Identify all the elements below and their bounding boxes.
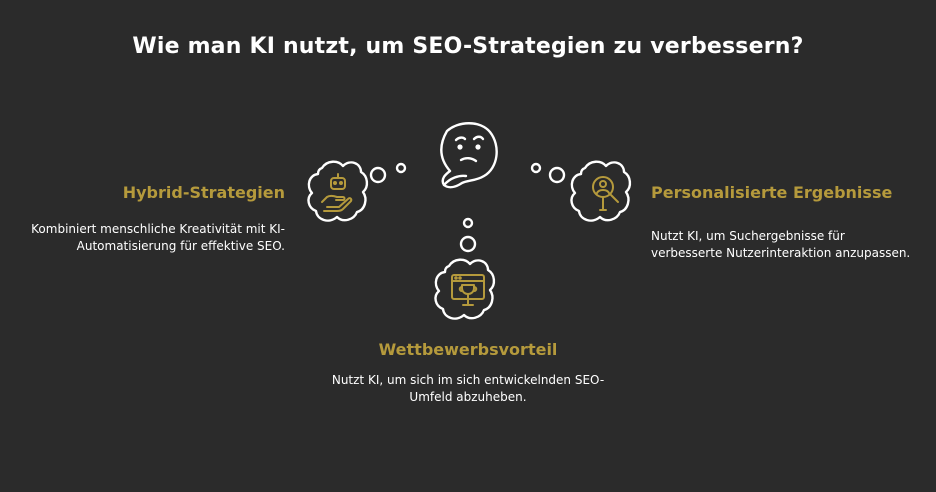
page-title: Wie man KI nutzt, um SEO-Strategien zu v… [132,34,804,59]
cloud-bottom [434,258,496,320]
item-desc-personalized: Nutzt KI, um Suchergebnisse für verbesse… [651,229,911,260]
cloud-right [570,160,632,222]
cloud-left [307,160,369,222]
item-heading-hybrid: Hybrid-Strategien [122,183,285,202]
item-desc-hybrid: Kombiniert menschliche Kreativität mit K… [31,222,285,253]
robot-hand-icon [321,173,353,212]
item-heading-advantage: Wettbewerbsvorteil [378,340,558,359]
thought-dots-bottom [459,217,477,253]
thinking-face-icon [440,122,498,189]
item-desc-advantage: Nutzt KI, um sich im sich entwickelnden … [331,373,605,404]
thought-dots-right [530,162,566,184]
trophy-browser-icon [451,274,485,306]
item-heading-personalized: Personalisierte Ergebnisse [651,183,893,202]
thought-dots-left [369,162,407,184]
magnifier-person-icon [592,176,619,211]
